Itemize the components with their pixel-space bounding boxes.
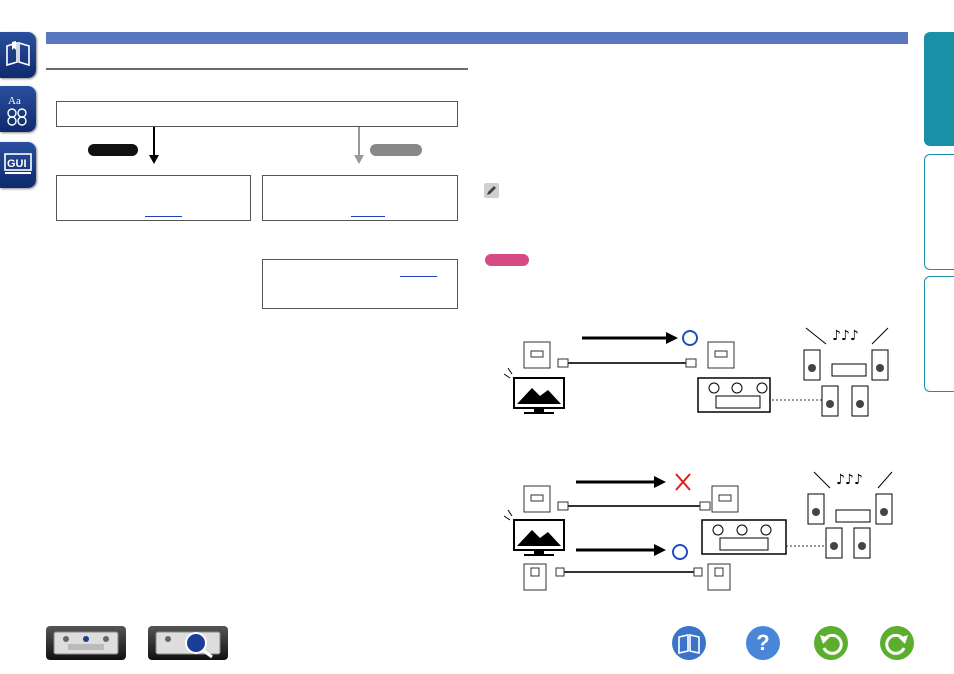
contents-nav-button[interactable] [0, 32, 36, 78]
index-nav-button[interactable]: Aa [0, 86, 36, 132]
diagram-top: ♪♪♪ [503, 327, 889, 417]
connection-diagram: ♪♪♪ [503, 327, 893, 591]
undo-arrow-icon [820, 633, 843, 655]
hdmi-port-icon [711, 485, 739, 513]
tab-basic[interactable] [924, 32, 954, 146]
arrowhead [654, 476, 666, 488]
page-link-left[interactable] [145, 216, 182, 217]
flow-arrow-right [358, 127, 360, 157]
receiver-icon [697, 377, 771, 413]
flow-result-box-right [262, 175, 458, 221]
flow-result-box-left [56, 175, 251, 221]
zoom-panel-icon [155, 631, 221, 659]
page-link-right[interactable] [351, 216, 385, 217]
tv-icon [503, 509, 565, 556]
page-link-note[interactable] [400, 276, 437, 277]
flow-start-box [56, 101, 458, 127]
header-bar [46, 32, 908, 44]
help-icon: ? [756, 630, 770, 655]
svg-text:GUI: GUI [7, 158, 27, 170]
gui-icon: GUI [4, 153, 32, 174]
hdmi-port-icon [523, 485, 551, 513]
section-divider [46, 68, 468, 70]
hdmi-port-icon [707, 341, 735, 369]
hdmi-port-icon [523, 341, 551, 369]
receiver-icon [701, 519, 787, 555]
front-panel-button[interactable] [46, 626, 126, 660]
flow-arrowhead-left [149, 155, 159, 164]
back-button[interactable] [814, 626, 848, 660]
contents-button[interactable] [672, 626, 706, 660]
ok-circle-icon [672, 544, 688, 560]
remote-panel-button[interactable] [148, 626, 228, 660]
aa-index-icon: Aa [7, 95, 27, 126]
forward-button[interactable] [880, 626, 914, 660]
tab-information[interactable] [924, 276, 954, 392]
svg-text:♪♪♪: ♪♪♪ [836, 472, 863, 488]
note-badge [485, 254, 529, 266]
flow-arrowhead-right [354, 155, 364, 164]
flow-arrow-left [153, 127, 155, 157]
no-badge [370, 144, 422, 156]
arrowhead [654, 544, 666, 556]
svg-text:♪♪♪: ♪♪♪ [832, 328, 859, 344]
book-icon [6, 41, 30, 67]
speaker-set-icon: ♪♪♪ [807, 471, 893, 559]
help-button[interactable]: ? [746, 626, 780, 660]
book-icon [678, 634, 700, 654]
optical-port-icon [523, 563, 547, 591]
tv-icon [503, 367, 565, 414]
flow-note-box [262, 259, 458, 309]
tab-advanced[interactable] [924, 154, 954, 270]
optical-port-icon [707, 563, 731, 591]
svg-text:Aa: Aa [8, 95, 21, 107]
ok-circle-icon [682, 330, 698, 346]
redo-arrow-icon [885, 633, 908, 655]
arrowhead [666, 332, 678, 344]
speaker-set-icon: ♪♪♪ [803, 327, 889, 417]
front-panel-icon [53, 631, 119, 655]
pencil-icon [484, 183, 499, 198]
gui-nav-button[interactable]: GUI [0, 142, 36, 188]
yes-badge [88, 144, 138, 156]
diagram-bottom: ♪♪♪ [503, 471, 893, 591]
